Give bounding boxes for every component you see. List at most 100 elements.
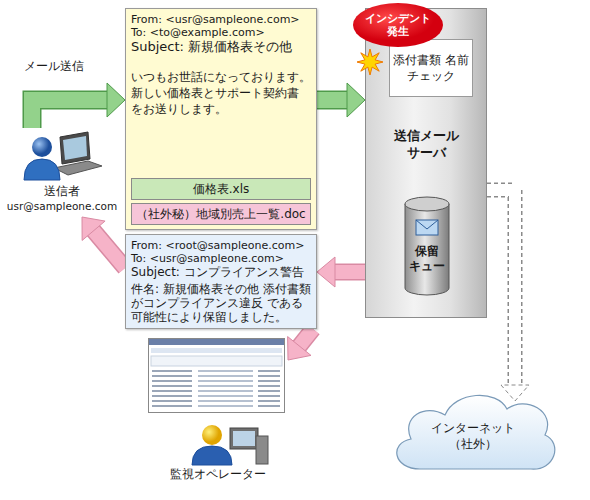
screenshot-row [258, 375, 280, 377]
arrow-body [32, 100, 109, 128]
person-body [24, 159, 60, 180]
screenshot-row [198, 385, 253, 387]
monitor-screen [233, 431, 255, 446]
block-arrow [487, 190, 529, 401]
arrow-outline [487, 190, 515, 387]
mail-server: 送信メール サーバ添付書類 名前チェック保留 キュー [365, 8, 487, 318]
screenshot-row [152, 395, 192, 397]
screenshot-toolbar [151, 348, 282, 353]
node-text: 送信者 [4, 184, 120, 199]
screenshot-row [152, 375, 192, 377]
illustration [148, 338, 288, 486]
person-body [192, 446, 232, 465]
node-text: To: <to@example.com> [131, 26, 311, 39]
arrow-outline [298, 329, 313, 348]
arrow-outline [32, 100, 109, 128]
screenshot-row [258, 405, 280, 407]
node-text: Subject: コンプライアンス警告 [131, 265, 311, 279]
node-text: From: <root@sampleone.com> [131, 239, 311, 252]
arrow-body [92, 229, 125, 268]
hold-queue-cylinder: 保留 キュー [404, 196, 450, 296]
node-text: To: <usr@sampleone.com> [131, 252, 311, 265]
block-arrow [317, 257, 365, 287]
arrow-head [107, 83, 125, 117]
spark-burst [357, 49, 383, 75]
screenshot-row [258, 370, 280, 372]
screenshot-titlebar [149, 339, 284, 345]
block-arrow [32, 83, 125, 128]
attachment-file: （社外秘）地域別売上一覧.doc [131, 203, 311, 225]
laptop-base [54, 161, 102, 175]
pc-tower [256, 436, 268, 464]
person-head [202, 425, 222, 445]
arrow-outline [92, 229, 125, 268]
monitor-operator: 監視オペレーター [148, 338, 288, 486]
cylinder-top [405, 197, 449, 211]
cloud-shape [397, 395, 555, 469]
arrow-body [487, 190, 515, 387]
screenshot-row [152, 385, 192, 387]
block-arrow [317, 83, 365, 117]
monitor [230, 428, 258, 449]
node-text: Subject: 新規価格表その他 [131, 39, 311, 55]
block-arrow [288, 329, 313, 360]
screenshot-row [152, 400, 192, 402]
node-text: usr@sampleone.com [4, 199, 120, 213]
screenshot-row [152, 390, 192, 392]
screenshot-row [198, 380, 253, 382]
laptop-lid [60, 132, 90, 164]
screenshot-panel [151, 356, 282, 366]
email-message: From: <usr@sampleone.com>To: <to@example… [125, 8, 317, 230]
cylinder-body [405, 204, 449, 295]
screenshot-row [198, 390, 253, 392]
envelope-flap [416, 220, 438, 229]
node-text: From: <usr@sampleone.com> [131, 13, 311, 26]
screenshot-row [152, 405, 192, 407]
arrow-head [501, 385, 529, 401]
node-text: インシデント 発生 [362, 12, 434, 38]
arrow-outline [333, 264, 365, 281]
screenshot-row [258, 400, 280, 402]
person-head [32, 137, 52, 157]
screenshot-row [258, 390, 280, 392]
screenshot-row [152, 380, 192, 382]
name-check-box: 添付書類 名前チェック [389, 39, 473, 97]
screenshot-row [258, 380, 280, 382]
envelope-icon [416, 220, 438, 235]
warning-message: From: <root@sampleone.com>To: <usr@sampl… [125, 234, 317, 329]
arrow-body [317, 92, 349, 108]
screenshot-row [198, 400, 253, 402]
screenshot-row [258, 395, 280, 397]
screenshot-frame [149, 339, 285, 413]
incident-balloon [353, 3, 443, 47]
sender-figure: 送信者usr@sampleone.com [4, 128, 120, 217]
node-text: 件名: 新規価格表その他 添付書類がコンプライアンス違反 である可能性により保留… [131, 282, 311, 324]
node-text: 監視オペレーター [148, 467, 288, 482]
node-text: （社外秘）地域別売上一覧.doc [136, 206, 306, 222]
arrow-head [317, 257, 335, 287]
screenshot-row [258, 385, 280, 387]
arrow-body [333, 265, 365, 279]
arrow-head [288, 337, 311, 360]
laptop-screen [63, 136, 87, 160]
screenshot-row [152, 370, 192, 372]
arrow-body [298, 329, 313, 348]
screenshot-row [198, 375, 253, 377]
edge-label: メール送信 [24, 58, 84, 75]
node-text: 価格表.xls [136, 181, 306, 197]
node-text: 保留 キュー [407, 244, 447, 274]
incident-balloon: インシデント 発生 [352, 2, 444, 48]
screenshot-row [198, 370, 253, 372]
node-text: いつもお世話になっております。 新しい価格表とサポート契約書 をお送りします。 [131, 69, 311, 117]
arrow-outline [317, 91, 349, 110]
block-arrow [82, 217, 125, 268]
screenshot-row [198, 405, 253, 407]
arrow-head [347, 83, 365, 117]
node-text: インターネット （社外） [427, 420, 519, 452]
node-text: 添付書類 名前チェック [393, 52, 469, 84]
attachment-file: 価格表.xls [131, 178, 311, 200]
screenshot-row [198, 395, 253, 397]
arrow-head [82, 217, 105, 240]
internet-cloud: インターネット （社外） [385, 385, 560, 477]
